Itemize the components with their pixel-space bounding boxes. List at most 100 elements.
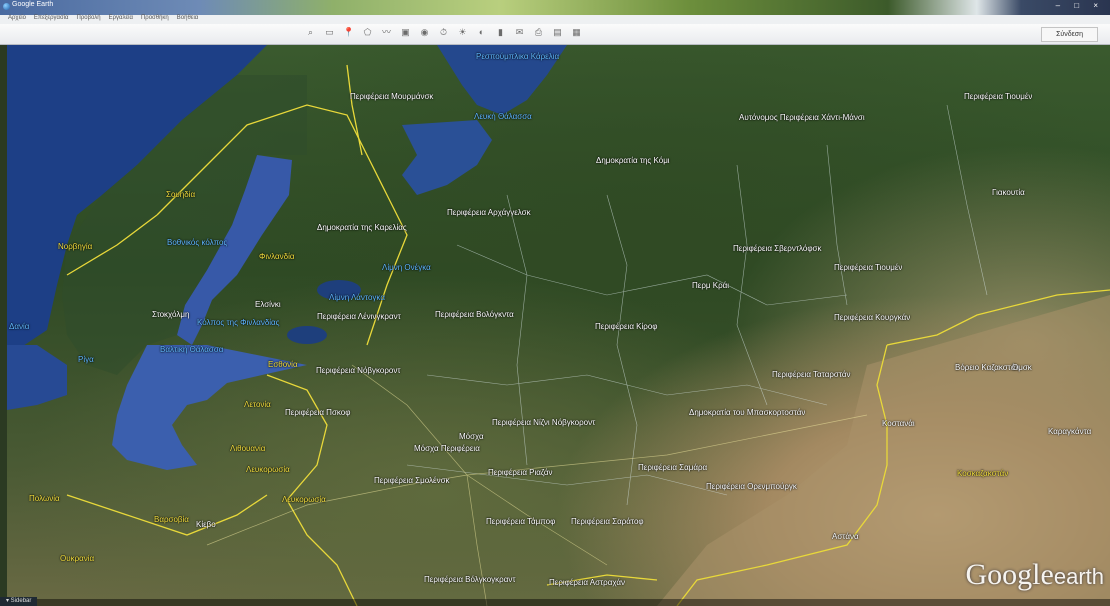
map-place-label[interactable]: Αστάνα [832, 532, 859, 541]
menu-item-3[interactable]: Εργαλεία [108, 15, 133, 21]
map-place-label[interactable]: Σουηδία [166, 190, 196, 199]
map-place-label[interactable]: Περιφέρεια Ταταρστάν [772, 370, 851, 379]
map-place-label[interactable]: Περιφέρεια Λένινγκραντ [317, 312, 401, 321]
search-icon[interactable]: ⌕ [307, 27, 314, 37]
white-sea [402, 120, 492, 195]
map-place-label[interactable]: Περιφέρεια Αρχάγγελσκ [447, 208, 531, 217]
polygon-icon[interactable]: ⬠ [363, 27, 372, 37]
planets-icon[interactable]: ◐ [478, 27, 485, 37]
tour-icon[interactable]: ◉ [420, 27, 429, 37]
map-place-label[interactable]: Βαλτική Θάλασσα [160, 345, 224, 354]
placemark-icon[interactable]: 📍 [343, 27, 355, 37]
google-earth-icon [3, 3, 10, 10]
menu-item-4[interactable]: Προσθήκη [140, 15, 169, 21]
map-place-label[interactable]: Στοκχόλμη [152, 310, 190, 319]
map-place-label[interactable]: Περιφέρεια Σβερντλόφσκ [733, 244, 822, 253]
logo-earth-text: earth [1053, 564, 1104, 589]
map-place-label[interactable]: Περιφέρεια Σμολένσκ [374, 476, 450, 485]
map-place-label[interactable]: Περιφέρεια Βολόγκντα [435, 310, 514, 319]
map-place-label[interactable]: Δανία [9, 322, 30, 331]
map-place-label[interactable]: Περιφέρεια Βόλγκογκραντ [424, 575, 516, 584]
menu-item-1[interactable]: Επεξεργασία [33, 15, 69, 21]
map-place-label[interactable]: Περιφέρεια Κουργκάν [834, 313, 911, 322]
map-place-label[interactable]: Κόλπος της Φινλανδίας [197, 318, 280, 327]
lake-onega [317, 280, 361, 300]
save-image-icon[interactable]: ▤ [553, 27, 562, 37]
map-place-label[interactable]: Λίμνη Λάντογκα [329, 293, 385, 302]
map-place-label[interactable]: Εσθονία [268, 360, 298, 369]
sidebar-icon[interactable]: ▭ [325, 27, 334, 37]
map-place-label[interactable]: Κίεβο [196, 520, 216, 529]
sign-in-button[interactable]: Σύνδεση [1041, 27, 1098, 42]
menu-item-0[interactable]: Αρχείο [8, 15, 26, 21]
scandinavia-land [62, 75, 307, 375]
map-place-label[interactable]: Ρίγα [78, 355, 94, 364]
map-place-label[interactable]: Ελσίνκι [255, 300, 281, 309]
toolbar: Σύνδεση ⌕ ▭ 📍 ⬠ 〰 ▣ ◉ ⏱ ☀ ◐ ▮ ✉ ⎙ ▤ ▦ [0, 24, 1110, 45]
map-place-label[interactable]: Δημοκρατία της Κόμι [596, 156, 670, 165]
map-place-label[interactable]: Περιφέρεια Τάμποφ [486, 517, 556, 526]
map-place-label[interactable]: Περιφέρεια Τιουμέν [834, 263, 903, 272]
sun-icon[interactable]: ☀ [458, 27, 467, 37]
map-place-label[interactable]: Μόσχα [459, 432, 484, 441]
map-place-label[interactable]: Περιφέρεια Νόβγκοροντ [316, 366, 401, 375]
lake-ladoga [287, 326, 327, 344]
map-place-label[interactable]: Λιθουανία [230, 444, 266, 453]
menu-bar: Αρχείο Επεξεργασία Προβολή Εργαλεία Προσθήκη… [0, 15, 1110, 24]
kazakh-steppe [657, 295, 1110, 606]
map-place-label[interactable]: Λετονία [244, 400, 271, 409]
map-place-label[interactable]: Αυτόνομος Περιφέρεια Χάντι-Μάνσι [739, 113, 865, 122]
map-place-label[interactable]: Γιακουτία [992, 188, 1025, 197]
title-bar: Google Earth – □ × [0, 0, 1110, 15]
map-place-label[interactable]: Ρεσπούμπλικα Κάρελια [476, 52, 560, 61]
map-place-label[interactable]: Βοθνικός κόλπος [167, 238, 228, 247]
country-borders [66, 64, 1110, 606]
map-place-label[interactable]: Κοσκαζακστάν [957, 469, 1009, 478]
map-place-label[interactable]: Ουκρανία [60, 554, 95, 563]
history-icon[interactable]: ⏱ [439, 27, 448, 37]
window-controls[interactable]: – □ × [1055, 1, 1104, 10]
map-place-label[interactable]: Περμ Κράι [692, 281, 730, 290]
map-place-label[interactable]: Περιφέρεια Μουρμάνσκ [350, 92, 434, 101]
map-place-label[interactable]: Πολωνία [29, 494, 60, 503]
map-place-label[interactable]: Κοστανάι [882, 419, 915, 428]
map-place-label[interactable]: Λευκή Θάλασσα [474, 112, 532, 121]
menu-item-5[interactable]: Βοήθεια [176, 15, 199, 21]
map-place-label[interactable]: Περιφέρεια Αστραχάν [549, 578, 625, 587]
baltic-sea [112, 345, 307, 470]
map-place-label[interactable]: Βόρειο Καζακστάν [955, 363, 1020, 372]
map-place-label[interactable]: Περιφέρεια Ορενμπούργκ [706, 482, 797, 491]
map-place-label[interactable]: Δημοκρατία του Μπασκορτοστάν [689, 408, 806, 417]
map-place-label[interactable]: Περιφέρεια Σαράτοφ [571, 517, 644, 526]
map-place-label[interactable]: Λευκορωσία [246, 465, 290, 474]
maps-icon[interactable]: ▦ [572, 27, 581, 37]
print-icon[interactable]: ⎙ [534, 27, 543, 37]
map-place-label[interactable]: Περιφέρεια Κίροφ [595, 322, 658, 331]
map-place-label[interactable]: Φινλανδία [259, 252, 295, 261]
map-place-label[interactable]: Περιφέρεια Τιουμέν [964, 92, 1033, 101]
map-place-label[interactable]: Νορβηγία [58, 242, 93, 251]
map-place-label[interactable]: Βαρσοβία [154, 515, 189, 524]
email-icon[interactable]: ✉ [515, 27, 524, 37]
map-place-label[interactable]: Περιφέρεια Πσκοφ [285, 408, 351, 417]
menu-item-2[interactable]: Προβολή [76, 15, 101, 21]
barents-sea [437, 45, 567, 115]
map-place-label[interactable]: Ομσκ [1012, 363, 1032, 372]
overlay-icon[interactable]: ▣ [401, 27, 410, 37]
map-place-label[interactable]: Περιφέρεια Σαμάρα [638, 463, 708, 472]
map-place-label[interactable]: Λευκορωσία [282, 495, 326, 504]
map-place-label[interactable]: Καραγκάντα [1048, 427, 1092, 436]
path-icon[interactable]: 〰 [381, 27, 391, 37]
map-place-label[interactable]: Δημοκρατία της Καρελίας [317, 223, 407, 232]
sidebar-toggle-button[interactable]: ▾ Sidebar [0, 597, 38, 606]
map-terrain-layer [7, 45, 1110, 606]
map-place-label[interactable]: Λίμνη Ονέγκα [382, 263, 431, 272]
gulf-of-bothnia [177, 155, 292, 345]
map-place-label[interactable]: Μόσχα Περιφέρεια [414, 444, 480, 453]
map-place-label[interactable]: Περιφέρεια Ριαζάν [488, 468, 553, 477]
north-sea [7, 345, 67, 410]
google-earth-logo: Googleearth [966, 558, 1104, 592]
map-place-label[interactable]: Περιφέρεια Νίζνι Νόβγκοροντ [492, 418, 596, 427]
ruler-icon[interactable]: ▮ [498, 27, 503, 37]
